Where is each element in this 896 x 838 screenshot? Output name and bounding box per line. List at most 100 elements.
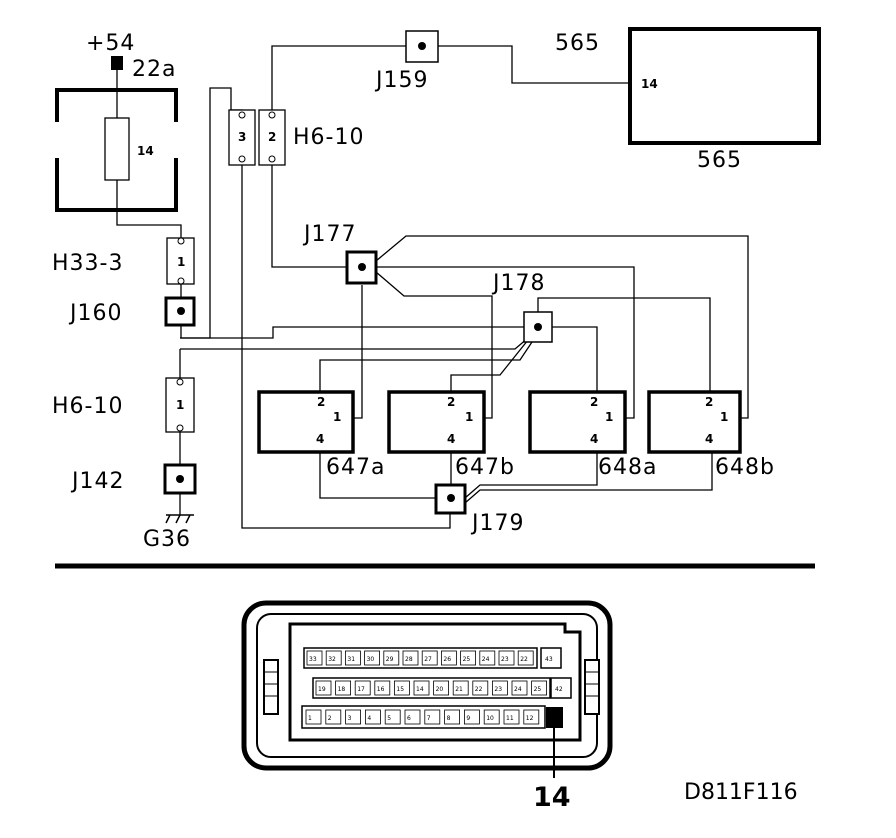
pin-number: 25: [463, 656, 471, 663]
wire-h6-2-to-j159: [271, 45, 406, 114]
pin-cell: [374, 680, 391, 696]
module-648a: 2 1 4 648a: [528, 390, 656, 480]
pin-cell: [440, 650, 457, 666]
module-565-pin: 14: [641, 77, 658, 91]
pin-number: 27: [424, 656, 432, 663]
pin-number: 14: [416, 686, 424, 693]
module-647a-pin2: 2: [317, 395, 325, 409]
label-647b: 647b: [455, 455, 515, 480]
right-latch-icon: [584, 659, 600, 715]
pin-number: 19: [318, 686, 326, 693]
module-648a-pin2: 2: [590, 395, 598, 409]
pin-cell: [325, 709, 342, 725]
j178-dot: [534, 323, 542, 331]
h6-left-body: [165, 377, 195, 433]
wire-j178-to-647b: [450, 339, 529, 392]
label-565-bottom: 565: [697, 148, 742, 173]
pin-cell: [354, 680, 371, 696]
wire-j177-to-647b: [375, 271, 493, 419]
j177-dot: [358, 263, 366, 271]
module-648b-pin4: 4: [705, 432, 713, 446]
j142-box: [163, 463, 197, 495]
module-647a: 2 1 4 647a: [257, 390, 384, 480]
label-j159: J159: [374, 68, 428, 93]
pin-number: 28: [405, 656, 413, 663]
h6-top-pin-3: 3: [238, 130, 246, 144]
junction-j179: J179: [434, 483, 523, 536]
pin-number: 18: [338, 686, 346, 693]
pin-cell: [479, 650, 496, 666]
pin-cell: [523, 709, 540, 725]
label-22a: 22a: [132, 57, 176, 82]
pin-number: 25: [534, 686, 542, 693]
j179-box: [434, 483, 467, 515]
pin-cell: [306, 650, 323, 666]
pin-row-1: [303, 647, 538, 669]
pin-cell: [472, 680, 489, 696]
wire-j178-to-647a: [319, 341, 533, 392]
pin-number: 2: [328, 715, 332, 722]
pin-cell: [345, 709, 362, 725]
label-j177: J177: [302, 222, 356, 247]
pin-number: 3: [348, 715, 352, 722]
module-647b-pin4: 4: [447, 432, 455, 446]
junction-j142: J142 G36: [70, 463, 197, 552]
wire-h6-3-to-j179: [241, 161, 451, 529]
fuse-element: [104, 117, 130, 181]
junction-j159: J159: [374, 30, 439, 93]
pin-number: 20: [436, 686, 444, 693]
wire-h6left-to-j178: [180, 337, 529, 350]
label-h6-left: H6-10: [52, 394, 123, 419]
pin-cell: [452, 680, 469, 696]
pin-number: 24: [482, 656, 490, 663]
wire-j177-to-648a: [376, 266, 635, 419]
j179-dot: [447, 494, 455, 502]
pin-cell: [517, 650, 534, 666]
j160-dot: [177, 307, 185, 315]
wire-j177-to-648b: [375, 235, 749, 419]
pin-row-1-end: [540, 647, 562, 669]
wire-j178-left: [180, 326, 524, 339]
terminal-22a-icon: [111, 56, 123, 70]
module-647b-pin2: 2: [447, 395, 455, 409]
module-648a-box: [528, 390, 627, 454]
label-j178: J178: [491, 271, 545, 296]
pin-cell: [335, 680, 352, 696]
pin-cell: [498, 650, 515, 666]
j142-dot: [176, 475, 184, 483]
wire-h6-2-to-j177: [271, 161, 347, 268]
wire-j178-to-648a: [552, 326, 598, 392]
pin-cell: [315, 680, 332, 696]
h33-hole-top: [177, 237, 185, 245]
wire-j177-to-647a: [353, 285, 363, 419]
wire-647a-to-j179: [319, 452, 436, 499]
pin-14-highlight: [546, 707, 563, 728]
fuse-pin-label: 14: [137, 144, 154, 158]
junction-j160: J160: [68, 296, 196, 327]
pin-cell: [384, 709, 401, 725]
pin-cell: [491, 680, 508, 696]
left-latch-icon: [263, 659, 279, 715]
connector-cavity: [288, 622, 582, 742]
ground-icon: [165, 514, 194, 524]
connector-pin-callout: 14: [533, 782, 571, 813]
pin-cell: [460, 650, 477, 666]
pin-cell: [433, 680, 450, 696]
module-647b-box: [387, 390, 486, 454]
h33-hole-bottom: [177, 277, 185, 285]
module-565-box: [628, 27, 821, 145]
module-565: 14 565 565: [555, 27, 821, 173]
module-648b-pin2: 2: [705, 395, 713, 409]
pin-number: 32: [328, 656, 336, 663]
pin-number: 6: [407, 715, 411, 722]
connector-h6-10-top: 3 2 H6-10: [228, 109, 363, 166]
pin-number: 43: [545, 656, 553, 663]
pin-number: 5: [387, 715, 391, 722]
module-647a-pin4: 4: [316, 432, 324, 446]
pin-cell: [444, 709, 461, 725]
j159-dot: [418, 42, 426, 50]
module-648b-pin1: 1: [720, 410, 728, 424]
pin-cell: [463, 709, 480, 725]
pin-row-2-end: [550, 677, 572, 699]
